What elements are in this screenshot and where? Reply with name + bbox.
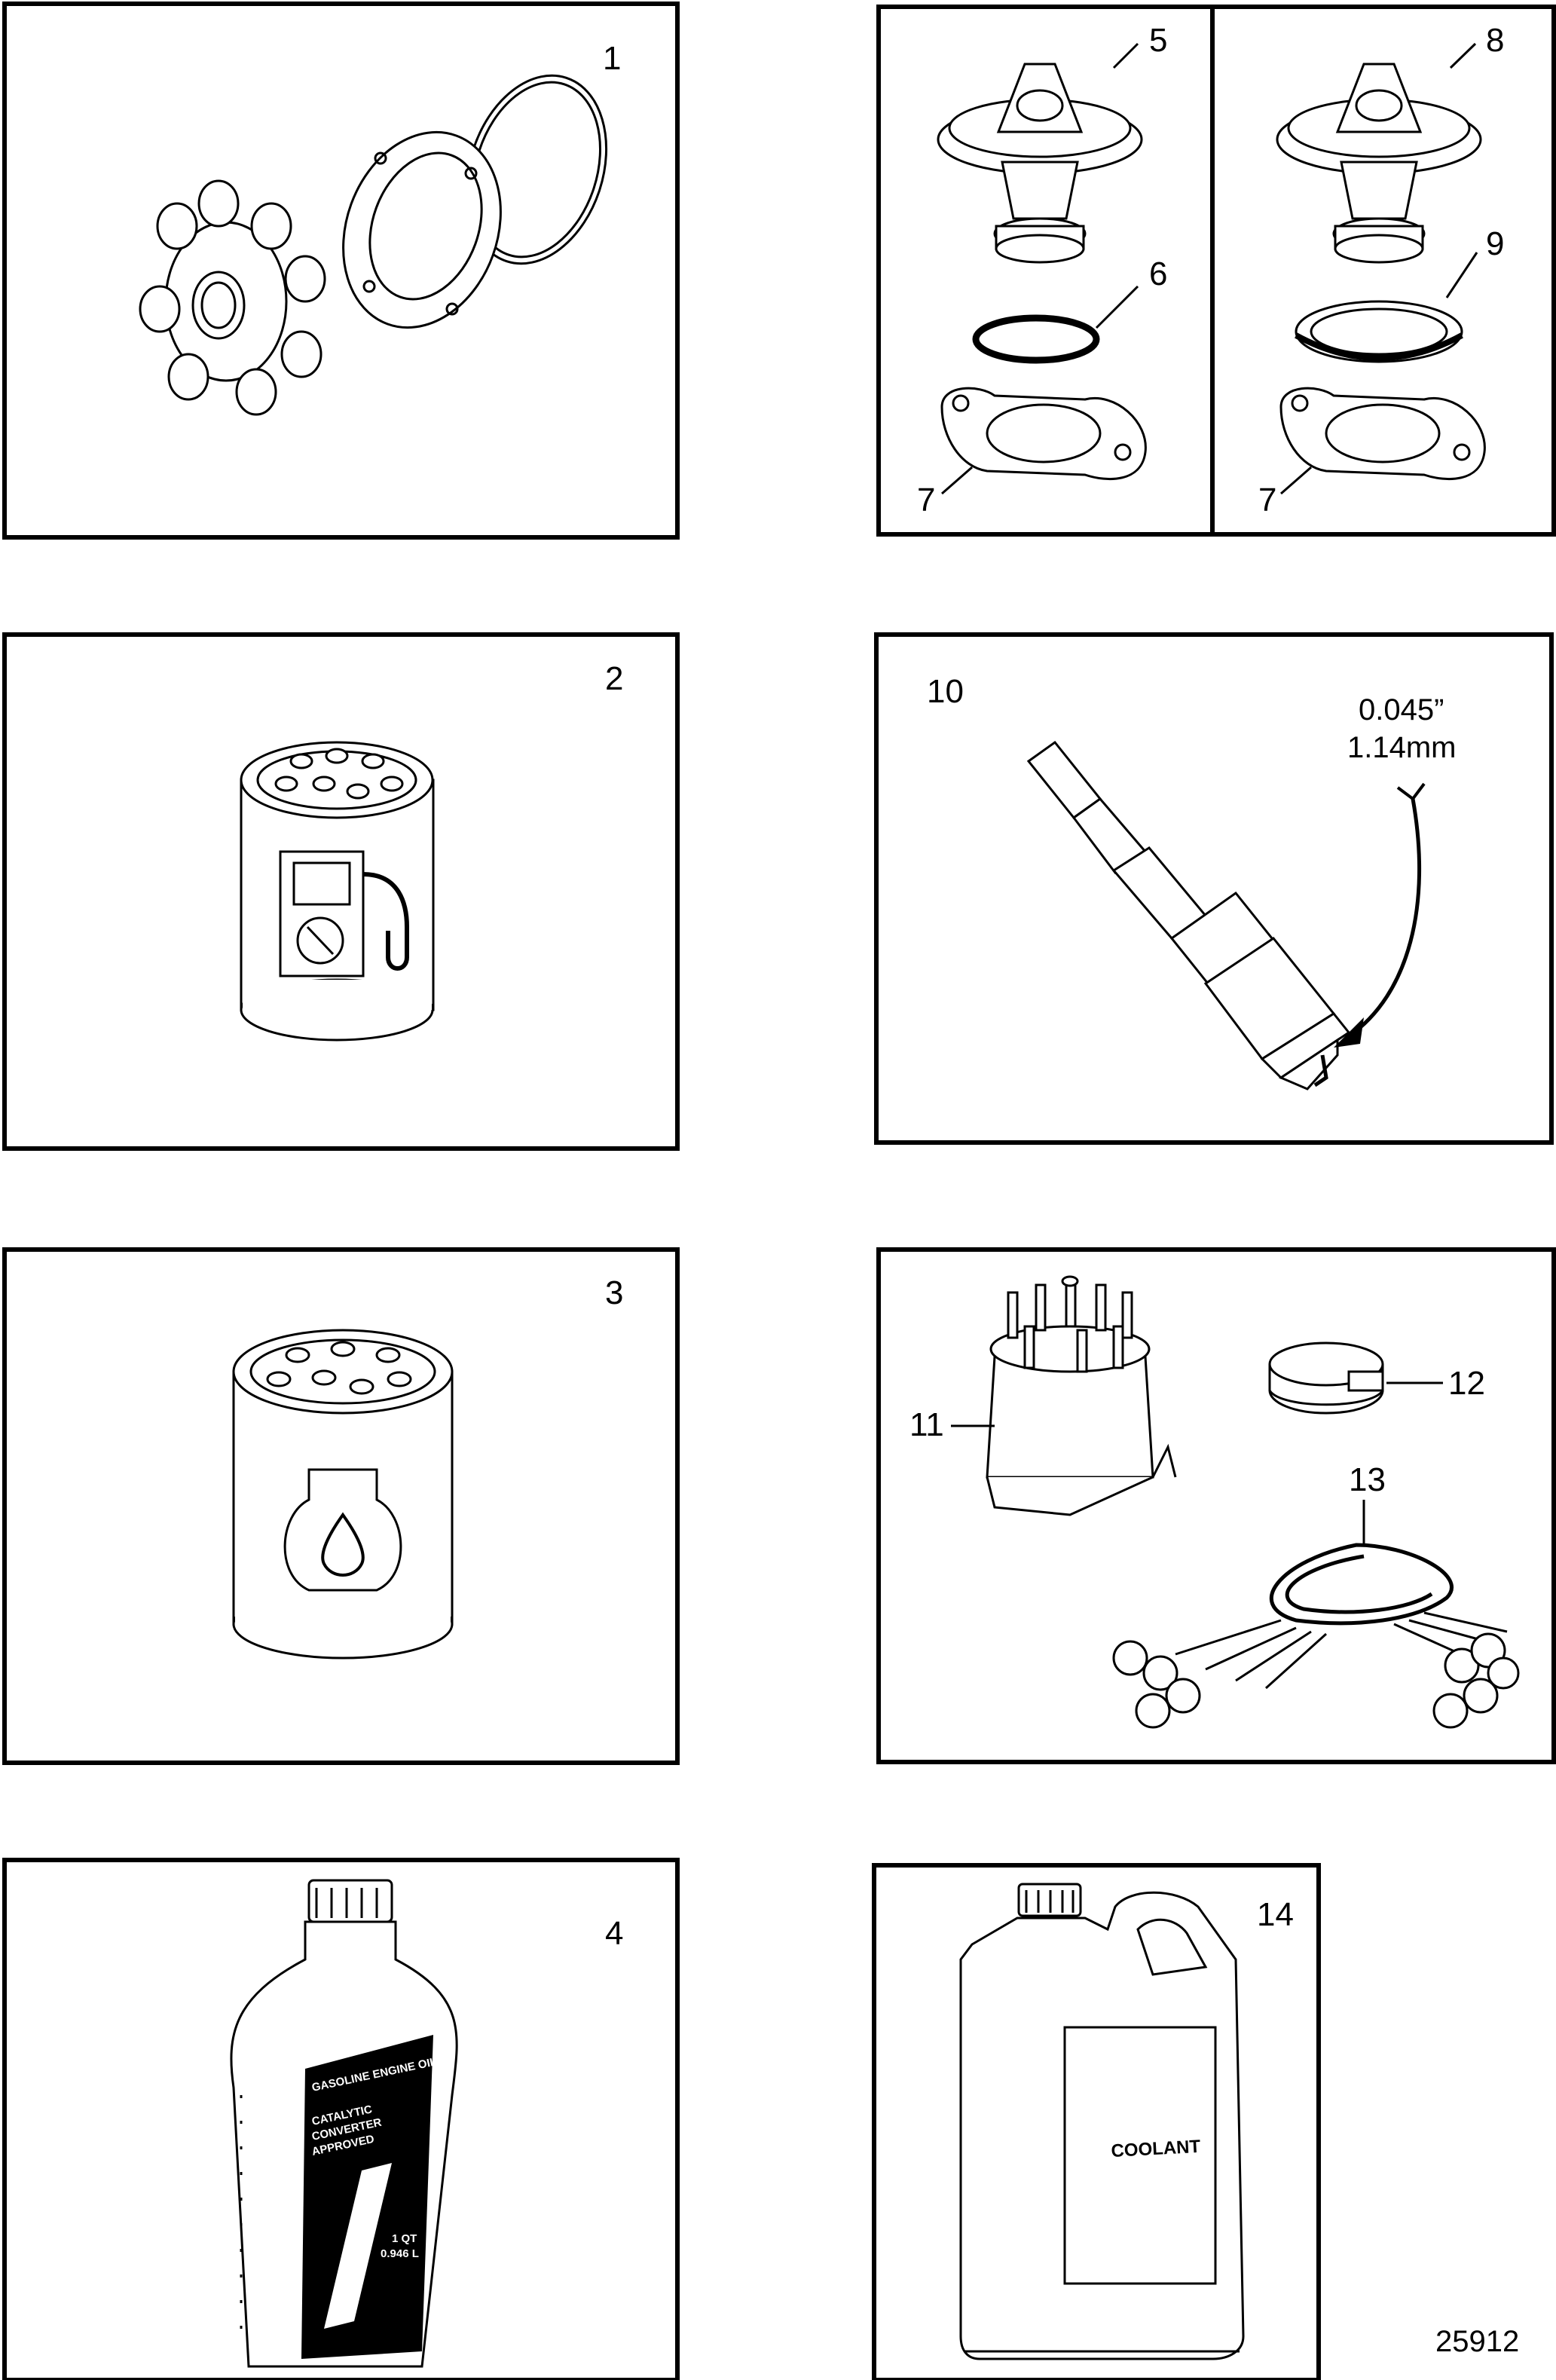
- gasket-icon: [1279, 387, 1486, 480]
- figure-id: 25912: [1435, 2325, 1519, 2358]
- fuel-filter-icon: [240, 741, 435, 1042]
- oil-size-1: 1 QT: [392, 2232, 417, 2245]
- callout-14: 14: [1257, 1896, 1294, 1933]
- coolant-label: COOLANT: [1111, 2137, 1201, 2161]
- ignition-wires-icon: [1112, 1543, 1520, 1729]
- impeller-icon: [139, 179, 326, 416]
- panel-fuel-filter: 2: [2, 632, 680, 1151]
- panel-spark-plug: 10 0.045” 1.14mm: [874, 632, 1554, 1145]
- oil-bottle-icon: GASOLINE ENGINE OIL CATALYTIC CONVERTER …: [230, 1879, 458, 2368]
- callout-8: 8: [1486, 22, 1504, 59]
- rotor-icon: [1268, 1341, 1384, 1415]
- panel-oil-filter: 3: [2, 1247, 680, 1765]
- gap-mm: 1.14mm: [1347, 731, 1457, 764]
- panel-coolant: 14 COOLANT: [872, 1863, 1321, 2380]
- panel-ignition: 11 12 13: [876, 1247, 1556, 1764]
- fuel-pump-icon: [279, 850, 409, 977]
- callout-13: 13: [1349, 1461, 1386, 1498]
- callout-7a: 7: [917, 482, 935, 519]
- callout-7b: 7: [1258, 482, 1276, 519]
- coolant-jug-icon: COOLANT: [959, 1883, 1245, 2360]
- gap-arrow-icon: [1334, 782, 1426, 1048]
- callout-10: 10: [927, 673, 964, 710]
- spark-plug-icon: [1026, 740, 1351, 1091]
- callout-11: 11: [909, 1406, 944, 1443]
- distributor-cap-icon: [986, 1275, 1177, 1516]
- panel-engine-oil: 4 GASOLINE ENGINE OIL CATALYTIC CONVERTE…: [2, 1858, 680, 2380]
- gasket-icon: [940, 387, 1147, 480]
- panel-thermostats: 5 6 7 8 9 7: [876, 5, 1556, 537]
- callout-6: 6: [1149, 255, 1167, 292]
- gap-inches: 0.045”: [1359, 693, 1444, 727]
- callout-4: 4: [605, 1915, 623, 1952]
- thermostat-icon: [937, 63, 1143, 264]
- thermostat-icon: [1276, 63, 1482, 264]
- callout-5: 5: [1149, 22, 1167, 59]
- seal-ring-icon: [1295, 300, 1463, 363]
- oil-drop-icon: [283, 1468, 402, 1592]
- callout-9: 9: [1486, 225, 1504, 262]
- callout-3: 3: [605, 1274, 623, 1311]
- impeller-kit-icon: [139, 74, 608, 416]
- oil-size-2: 0.946 L: [381, 2247, 419, 2260]
- callout-2: 2: [605, 660, 623, 697]
- o-ring-icon: [972, 314, 1100, 364]
- callout-1: 1: [603, 40, 621, 77]
- callout-12: 12: [1448, 1365, 1485, 1402]
- oil-filter-icon: [232, 1329, 454, 1660]
- panel-impeller-kit: 1: [2, 2, 680, 540]
